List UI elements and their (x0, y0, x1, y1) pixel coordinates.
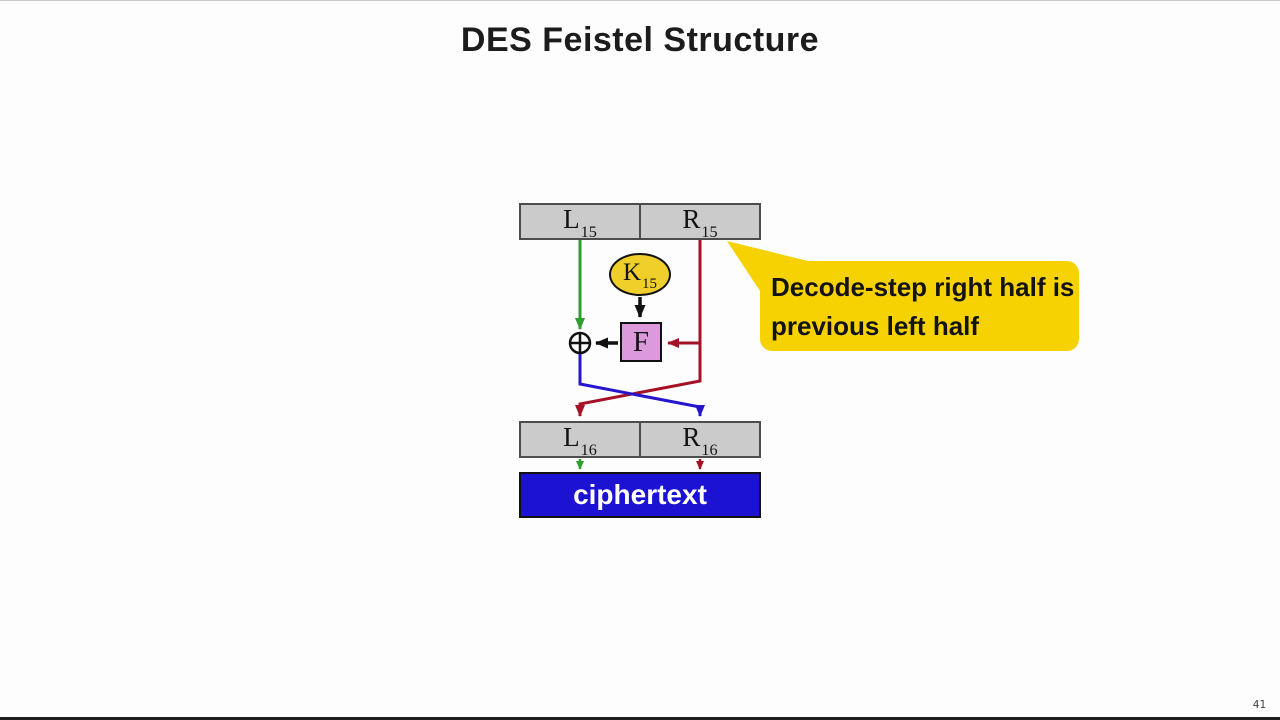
page-number: 41 (1252, 698, 1266, 711)
f-function-box: F (620, 322, 662, 362)
register-label-r16: R16 (682, 421, 718, 460)
slide-title: DES Feistel Structure (460, 21, 820, 59)
register-label-l16: L16 (563, 421, 597, 460)
register-label-l15: L15 (563, 203, 597, 242)
register-label-r15: R15 (682, 203, 718, 242)
register-cell-r15: R15 (639, 203, 759, 242)
slide-bottom-edge (0, 717, 1280, 720)
blue-arrow-xor-to-r16 (578, 354, 705, 417)
ciphertext-label: ciphertext (573, 479, 707, 510)
register-cell-r16: R16 (639, 421, 759, 460)
register-row-15: L15 R15 (519, 203, 761, 242)
callout-bubble: Decode-step right half is previous left … (760, 261, 1079, 351)
register-cell-l16: L16 (521, 421, 639, 460)
slide-top-edge (0, 0, 1280, 1)
ciphertext-box: ciphertext (519, 472, 761, 518)
key-label-k15: K15 (622, 258, 658, 293)
register-row-16: L16 R16 (519, 421, 761, 460)
register-cell-l15: L15 (521, 203, 639, 242)
f-function-label: F (632, 325, 650, 358)
key-ellipse-k15: K15 (609, 253, 671, 296)
callout-line2: previous left half (771, 311, 980, 341)
xor-icon (568, 331, 592, 355)
callout-line1: Decode-step right half is (771, 272, 1075, 302)
